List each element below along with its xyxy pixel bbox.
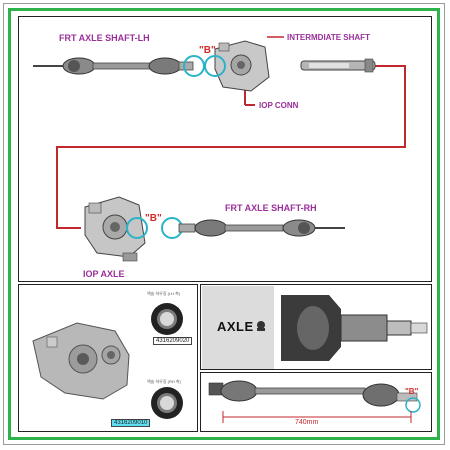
intermediate-shaft: [300, 58, 376, 73]
cv-joint: [281, 295, 428, 361]
highlight-circle-b-top-right: [204, 55, 226, 77]
housing-drawing: [32, 303, 183, 419]
axle-badge-text: AXLE: [217, 319, 254, 334]
connector-line: [56, 65, 406, 229]
front-axle-shaft-lh: [33, 57, 194, 75]
axle-shaft-assembly: [208, 380, 418, 407]
marker-b-top: "B": [199, 45, 216, 56]
joint-drawing: [202, 286, 428, 369]
marker-b-bottom: "B": [405, 387, 419, 396]
differential-housing-top: [214, 40, 270, 92]
drive-shaft-layout-panel: FRT AXLE SHAFT-LH "B" INTERMDIATE SHAFT …: [18, 16, 432, 282]
seal-2-part-number: 4316209010: [111, 419, 151, 427]
highlight-circle-b-mid-left: [126, 217, 148, 239]
front-axle-shaft-rh: [178, 219, 345, 237]
housing-body: [32, 322, 130, 400]
label-iop-conn: IOP CONN: [259, 101, 299, 110]
label-intermediate-shaft: INTERMDIATE SHAFT: [287, 33, 370, 42]
label-frt-axle-shaft-rh: FRT AXLE SHAFT-RH: [225, 203, 317, 213]
oil-seal-1: [151, 303, 183, 335]
axle-logo-icon: [257, 321, 265, 331]
shaft-drawing: [208, 380, 421, 423]
iop-axle-assembly: [84, 196, 146, 262]
seal-1-part-number: 4316209020: [153, 337, 193, 345]
label-iop-axle: IOP AXLE: [83, 269, 125, 279]
label-frt-axle-shaft-lh: FRT AXLE SHAFT-LH: [59, 33, 150, 43]
dimension-740mm: 740mm: [295, 419, 319, 426]
seal-2-title: 액슬 하우징 (RH 측): [147, 379, 181, 384]
axle-joint-panel: AXLE: [200, 284, 432, 370]
seal-1-title: 액슬 하우징 (LH 측): [147, 291, 181, 296]
marker-b-mid: "B": [145, 213, 162, 224]
layout-drawing: [33, 36, 406, 262]
shaft-dimension-panel: "B" 740mm: [200, 372, 432, 432]
highlight-circle-b-bottom: [405, 397, 421, 413]
housing-seals-panel: 액슬 하우징 (LH 측) 4316209020 액슬 하우징 (RH 측) 4…: [18, 284, 198, 432]
oil-seal-2: [151, 387, 183, 419]
